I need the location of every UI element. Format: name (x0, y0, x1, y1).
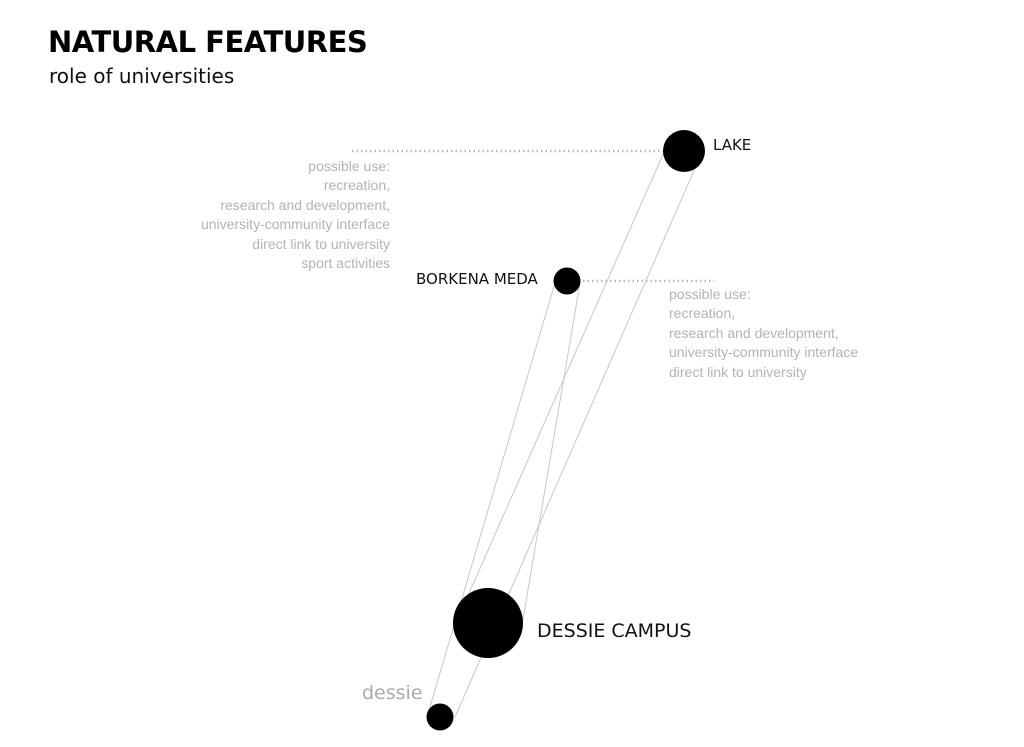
borkena-use-line: university-community interface (669, 344, 859, 361)
borkena-use-line: research and development, (669, 324, 839, 341)
lake-use-line: research and development, (220, 196, 390, 213)
node-dessie-campus (453, 588, 523, 658)
lake-use-line: sport activities (301, 255, 390, 272)
connector-lake-left (454, 149, 666, 626)
connector-borkena-right (521, 282, 581, 626)
node-dessie (426, 703, 454, 731)
lake-use-line: university-community interface (200, 216, 390, 233)
dessie-town-label: dessie (362, 682, 423, 704)
nodes (426, 130, 705, 731)
borkena-possible-uses: possible use: recreation, research and d… (669, 285, 858, 382)
page-title: NATURAL FEATURES (48, 25, 368, 59)
dessie-campus-label: DESSIE CAMPUS (537, 620, 692, 642)
lake-possible-uses: possible use: recreation, research and d… (201, 157, 390, 273)
lake-use-line: direct link to university (252, 235, 390, 252)
lake-use-line: possible use: (308, 158, 390, 174)
borkena-use-line: direct link to university (669, 363, 807, 380)
borkena-use-line: recreation, (669, 305, 736, 322)
connector-borkena-left (426, 282, 556, 718)
borkena-meda-label: BORKENA MEDA (416, 270, 538, 288)
lake-use-line: recreation, (323, 177, 390, 194)
borkena-use-line: possible use: (669, 286, 751, 302)
node-lake (663, 130, 705, 172)
lake-label: LAKE (713, 136, 752, 154)
page-subtitle: role of universities (49, 64, 235, 88)
node-borkena-meda (553, 267, 581, 295)
leader-lines (352, 149, 714, 283)
